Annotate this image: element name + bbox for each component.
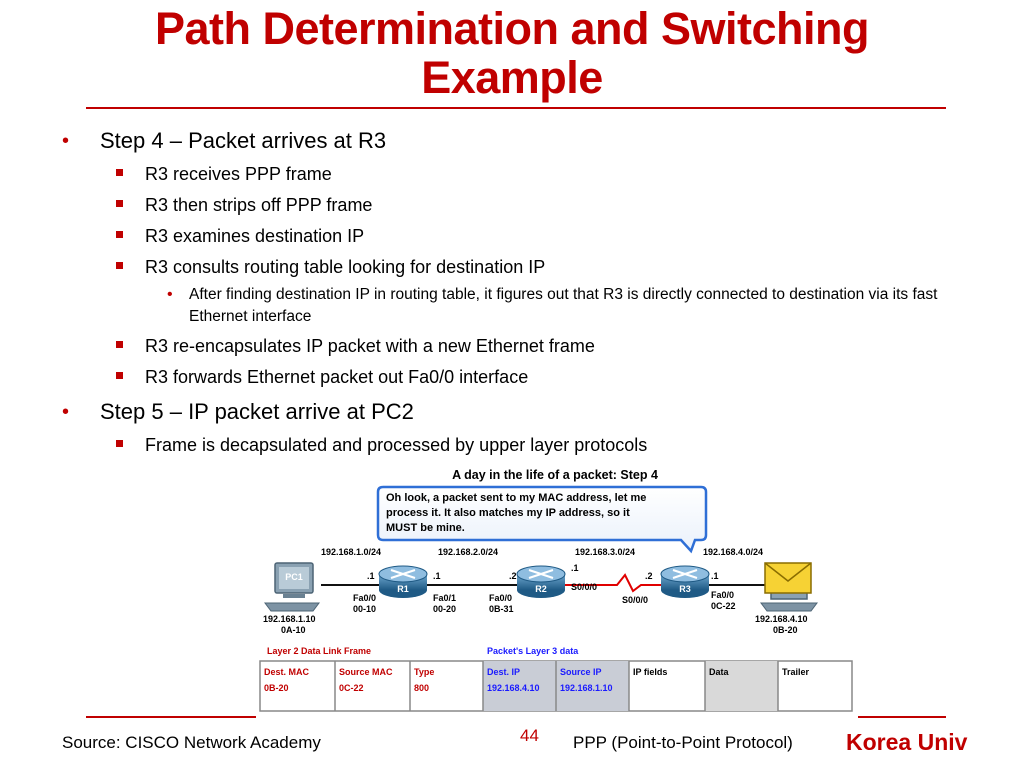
frame-value-dest-ip: 192.168.4.10: [487, 683, 540, 693]
bullet-dot-icon: •: [62, 130, 70, 152]
r3-mac-right: 0C-22: [711, 601, 736, 611]
bullet-item: R3 examines destination IP: [116, 225, 365, 247]
r2-if-left: Fa0/0: [489, 593, 512, 603]
diagram-title: A day in the life of a packet: Step 4: [452, 468, 658, 482]
network-label: 192.168.1.0/24: [321, 547, 381, 557]
bullet-item: R3 receives PPP frame: [116, 163, 332, 185]
frame-header-type: Type: [414, 667, 434, 677]
bullet-dot-icon: •: [167, 286, 173, 303]
r1-left-host: .1: [367, 571, 375, 581]
r1-right-host: .1: [433, 571, 441, 581]
square-bullet-icon: [116, 231, 123, 238]
r3-right-host: .1: [711, 571, 719, 581]
frame-label-l2: Layer 2 Data Link Frame: [267, 646, 371, 656]
footer-divider-right: [858, 716, 946, 718]
bullet-item-text: R3 then strips off PPP frame: [145, 195, 373, 215]
bullet-item: R3 then strips off PPP frame: [116, 194, 373, 216]
footer-logo: Korea Univ: [846, 729, 968, 755]
r3-router-icon: R3: [660, 565, 710, 598]
r2-left-host: .2: [509, 571, 517, 581]
pc1-ip: 192.168.1.10: [263, 614, 316, 624]
bullet-step5-text: Step 5 – IP packet arrive at PC2: [100, 399, 414, 424]
r3-if-left: S0/0/0: [622, 595, 648, 605]
frame-label-l3: Packet's Layer 3 data: [487, 646, 579, 656]
frame-header-data: Data: [709, 667, 730, 677]
square-bullet-icon: [116, 200, 123, 207]
title-divider: [86, 107, 946, 109]
pc2-mac: 0B-20: [773, 625, 798, 635]
bullet-step4-text: Step 4 – Packet arrives at R3: [100, 128, 387, 153]
bullet-item: R3 consults routing table looking for de…: [116, 256, 546, 278]
network-label: 192.168.4.0/24: [703, 547, 763, 557]
footer-topic: PPP (Point-to-Point Protocol): [573, 733, 793, 752]
bullet-item-text: R3 consults routing table looking for de…: [145, 257, 546, 277]
square-bullet-icon: [116, 440, 123, 447]
frame-header-ip-fields: IP fields: [633, 667, 667, 677]
r3-if-right: Fa0/0: [711, 590, 734, 600]
frame-header-dest-mac: Dest. MAC: [264, 667, 310, 677]
r2-router-icon: R2: [516, 565, 566, 598]
bubble-line-1: Oh look, a packet sent to my MAC address…: [386, 492, 646, 504]
bullet-step5: • Step 5 – IP packet arrive at PC2: [62, 399, 414, 425]
square-bullet-icon: [116, 372, 123, 379]
r2-right-host: .1: [571, 563, 579, 573]
r1-label: R1: [397, 584, 409, 594]
square-bullet-icon: [116, 169, 123, 176]
bullet-item: R3 re-encapsulates IP packet with a new …: [116, 335, 595, 357]
square-bullet-icon: [116, 262, 123, 269]
sub-bullet-text: After finding destination IP in routing …: [189, 286, 938, 325]
bullet-item-text: Frame is decapsulated and processed by u…: [145, 435, 648, 455]
bullet-step4: • Step 4 – Packet arrives at R3: [62, 128, 387, 154]
r1-if-right: Fa0/1: [433, 593, 456, 603]
bullet-item-text: R3 forwards Ethernet packet out Fa0/0 in…: [145, 367, 529, 387]
frame-header-source-mac: Source MAC: [339, 667, 393, 677]
r3-left-host: .2: [645, 571, 653, 581]
r1-router-icon: R1: [378, 565, 428, 598]
envelope-icon: [764, 562, 812, 594]
slide-title-line2: Example: [421, 52, 603, 103]
frame-value-source-mac: 0C-22: [339, 683, 364, 693]
bullet-item-text: R3 examines destination IP: [145, 226, 365, 246]
slide-title: Path Determination and Switching Example: [0, 4, 1024, 102]
speech-bubble: Oh look, a packet sent to my MAC address…: [376, 485, 708, 554]
r2-mac-left: 0B-31: [489, 604, 514, 614]
pc1-computer-icon: PC1: [264, 562, 320, 612]
square-bullet-icon: [116, 341, 123, 348]
r1-mac-right: 00-20: [433, 604, 456, 614]
pc1-mac: 0A-10: [281, 625, 306, 635]
r2-label: R2: [535, 584, 547, 594]
bubble-line-3: MUST be mine.: [386, 522, 465, 534]
frame-header-source-ip: Source IP: [560, 667, 602, 677]
frame-table: Dest. MAC Source MAC Type Dest. IP Sourc…: [259, 660, 853, 712]
footer-source: Source: CISCO Network Academy: [62, 733, 321, 752]
network-label: 192.168.2.0/24: [438, 547, 498, 557]
bullet-item: Frame is decapsulated and processed by u…: [116, 434, 648, 456]
footer-page-number: 44: [520, 726, 539, 745]
frame-header-dest-ip: Dest. IP: [487, 667, 520, 677]
bullet-item-text: R3 receives PPP frame: [145, 164, 332, 184]
pc2-ip: 192.168.4.10: [755, 614, 808, 624]
network-diagram: A day in the life of a packet: Step 4 Oh…: [259, 468, 853, 712]
frame-value-dest-mac: 0B-20: [264, 683, 289, 693]
bullet-dot-icon: •: [62, 401, 70, 423]
frame-value-source-ip: 192.168.1.10: [560, 683, 613, 693]
slide-title-line1: Path Determination and Switching: [154, 3, 870, 54]
frame-value-type: 800: [414, 683, 429, 693]
r3-label: R3: [679, 584, 691, 594]
r1-if-left: Fa0/0: [353, 593, 376, 603]
bubble-line-2: process it. It also matches my IP addres…: [386, 507, 630, 519]
bullet-item: R3 forwards Ethernet packet out Fa0/0 in…: [116, 366, 529, 388]
r2-if-right: S0/0/0: [571, 582, 597, 592]
sub-bullet-item: • After finding destination IP in routin…: [167, 284, 939, 328]
r1-mac-left: 00-10: [353, 604, 376, 614]
footer-divider-left: [86, 716, 256, 718]
network-label: 192.168.3.0/24: [575, 547, 635, 557]
bullet-item-text: R3 re-encapsulates IP packet with a new …: [145, 336, 595, 356]
frame-header-trailer: Trailer: [782, 667, 810, 677]
serial-link: [561, 573, 665, 593]
pc1-label: PC1: [285, 572, 303, 582]
